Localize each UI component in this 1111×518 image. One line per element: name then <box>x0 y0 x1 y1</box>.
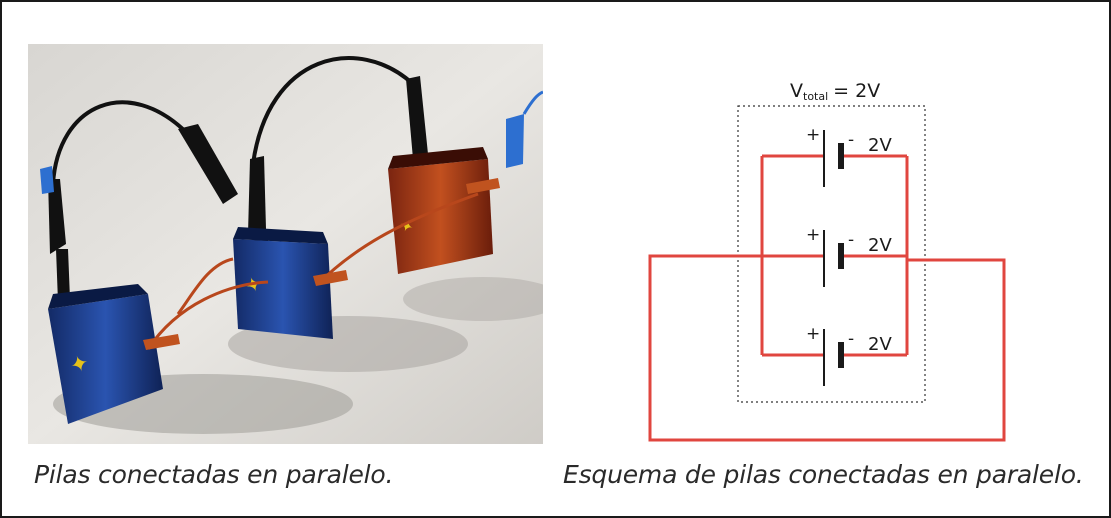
cell-3-voltage: 2V <box>868 334 892 355</box>
cell-3-minus: - <box>848 329 854 349</box>
cell-3-plus: + <box>806 324 820 344</box>
cell-1-minus: - <box>848 130 854 150</box>
cell-1 <box>823 130 844 187</box>
cell-2-voltage: 2V <box>868 235 892 256</box>
total-voltage-label: Vtotal= 2V <box>790 80 880 103</box>
cell-1-plus: + <box>806 125 820 145</box>
batteries-photo: ✦ ✦ ✦ <box>28 44 543 444</box>
cell-2-minus: - <box>848 230 854 250</box>
photo-caption: Pilas conectadas en paralelo. <box>34 460 394 489</box>
circuit-wires <box>648 154 1006 442</box>
cell-1-voltage: 2V <box>868 135 892 156</box>
cells-enclosure-box <box>737 105 926 403</box>
cell-2 <box>823 230 844 287</box>
parallel-circuit-schematic: Vtotal= 2V + - 2V + - 2V + - 2V <box>648 80 1006 442</box>
cell-3 <box>823 329 844 386</box>
cell-2-plus: + <box>806 225 820 245</box>
schematic-caption: Esquema de pilas conectadas en paralelo. <box>563 460 1084 489</box>
